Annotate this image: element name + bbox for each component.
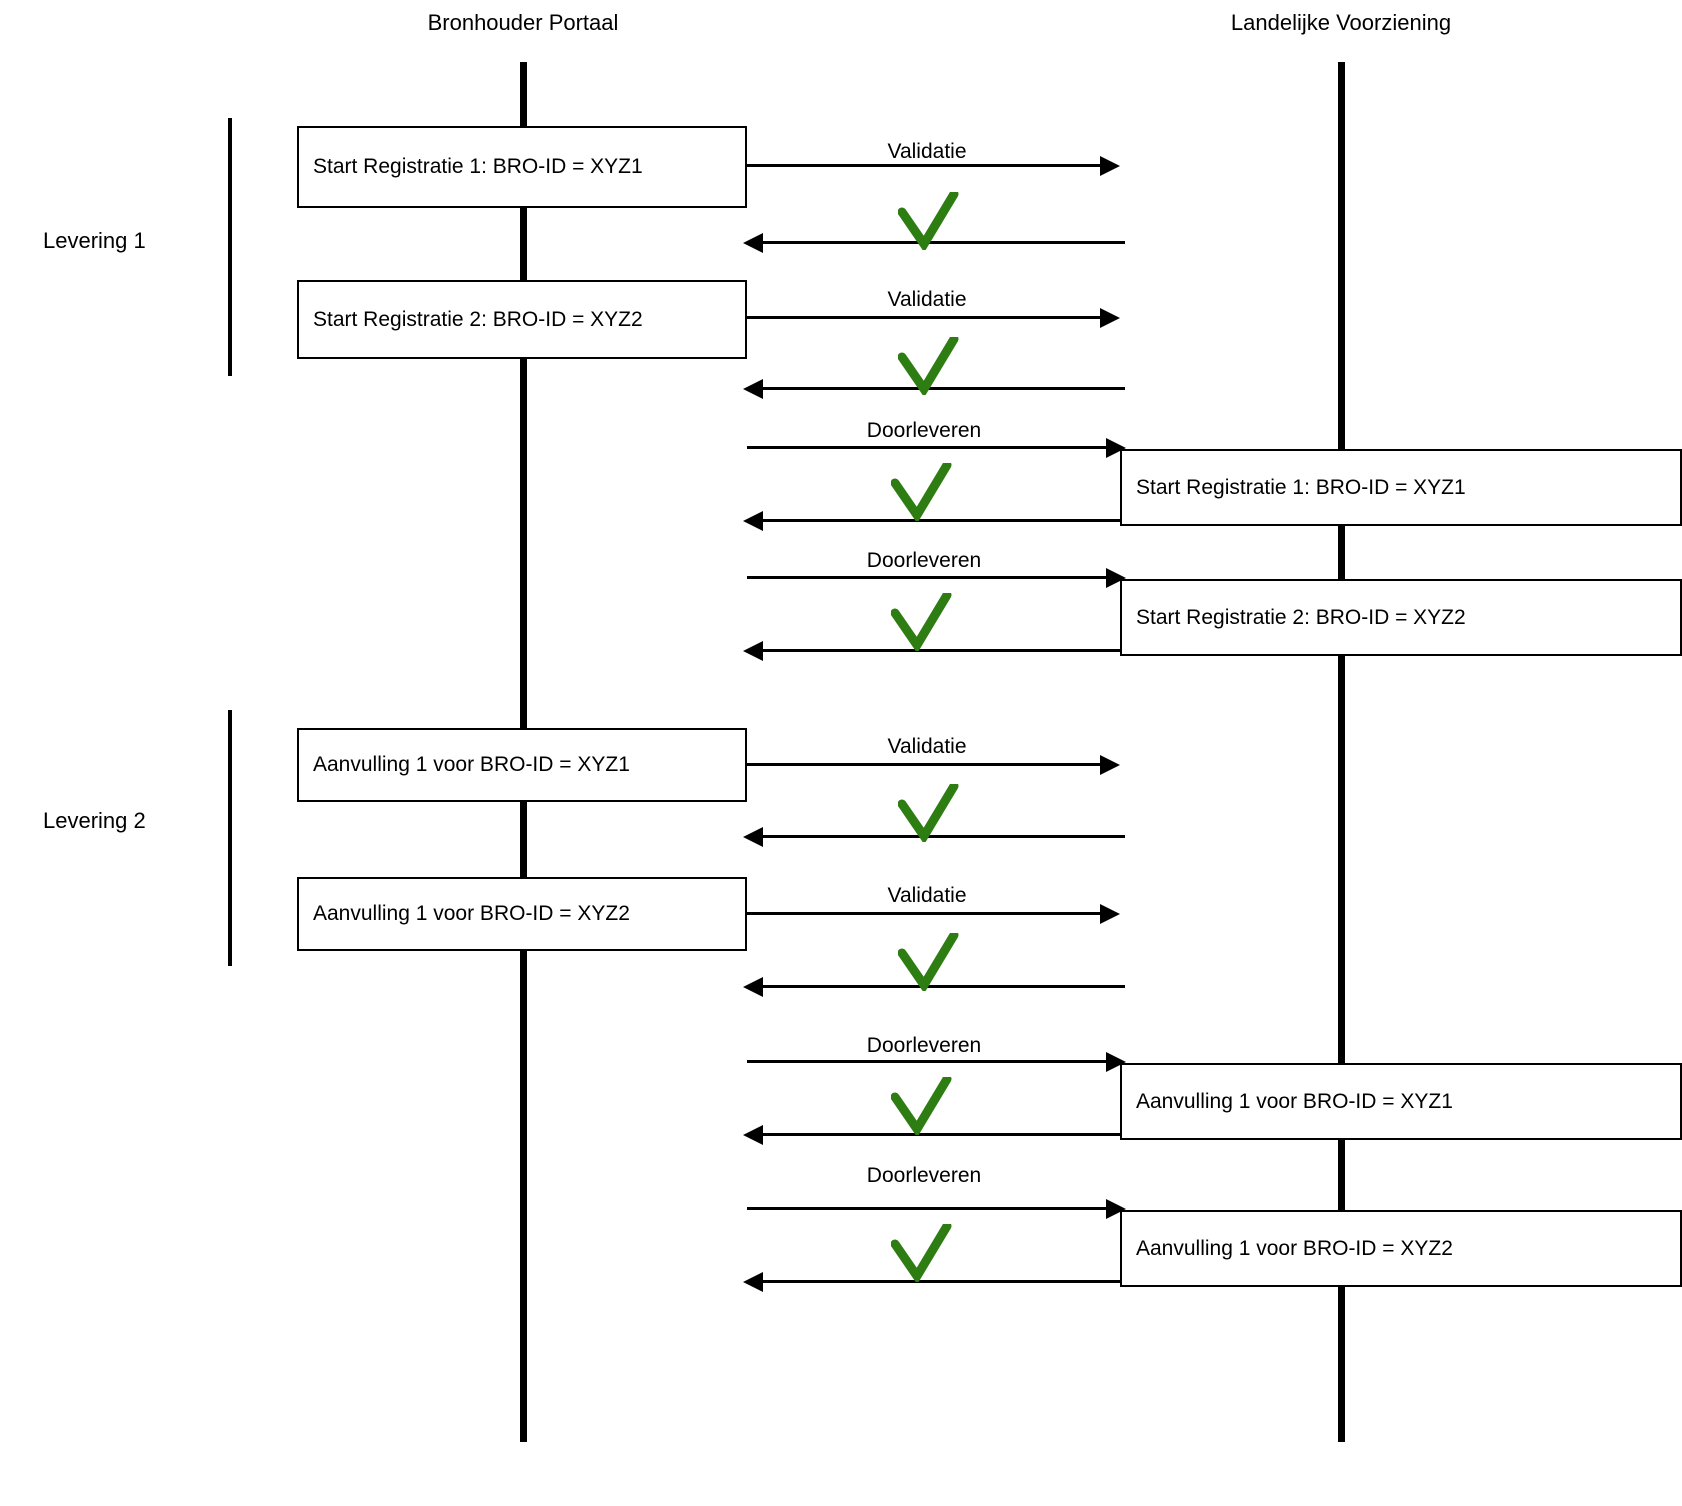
check-mark-icon-2 — [898, 337, 960, 395]
group-bracket-levering-2 — [228, 710, 232, 966]
lifeline-landelijke-voorziening — [1338, 62, 1345, 1442]
message-label-validatie-2: Validatie — [887, 288, 967, 311]
check-mark-icon-5 — [898, 784, 960, 842]
arrow-head-left-icon-3 — [743, 511, 763, 531]
arrow-head-right-icon-5 — [1100, 755, 1120, 775]
message-arrow-line-doorleveren-2 — [747, 576, 1122, 579]
response-arrow-line-8 — [760, 1280, 1122, 1283]
group-label-levering-1: Levering 1 — [43, 228, 146, 253]
message-label-doorleveren-3: Doorleveren — [866, 1034, 982, 1057]
arrow-head-left-icon-8 — [743, 1272, 763, 1292]
check-mark-icon-7 — [891, 1077, 953, 1135]
message-label-doorleveren-2: Doorleveren — [866, 549, 982, 572]
arrow-head-right-icon-6 — [1100, 904, 1120, 924]
message-arrow-line-validatie-1 — [747, 164, 1112, 167]
arrow-head-left-icon-6 — [743, 977, 763, 997]
message-box-right-4: Aanvulling 1 voor BRO-ID = XYZ2 — [1120, 1210, 1682, 1287]
arrow-head-left-icon-1 — [743, 233, 763, 253]
message-box-left-1: Start Registratie 1: BRO-ID = XYZ1 — [297, 126, 747, 208]
response-arrow-line-5 — [760, 835, 1125, 838]
response-arrow-line-4 — [760, 649, 1122, 652]
check-mark-icon-4 — [891, 593, 953, 651]
message-arrow-line-doorleveren-4 — [747, 1207, 1122, 1210]
lifeline-title-landelijke-voorziening: Landelijke Voorziening — [1230, 10, 1452, 35]
message-label-doorleveren-1: Doorleveren — [866, 419, 982, 442]
check-mark-icon-1 — [898, 192, 960, 250]
message-arrow-line-doorleveren-3 — [747, 1060, 1122, 1063]
message-box-left-2: Start Registratie 2: BRO-ID = XYZ2 — [297, 280, 747, 359]
check-mark-icon-6 — [898, 933, 960, 991]
check-mark-icon-8 — [891, 1224, 953, 1282]
arrow-head-left-icon-2 — [743, 379, 763, 399]
message-arrow-line-doorleveren-1 — [747, 446, 1122, 449]
arrow-head-left-icon-5 — [743, 827, 763, 847]
message-box-right-2: Start Registratie 2: BRO-ID = XYZ2 — [1120, 579, 1682, 656]
message-arrow-line-validatie-4 — [747, 912, 1112, 915]
response-arrow-line-2 — [760, 387, 1125, 390]
lifeline-title-bronhouder-portaal: Bronhouder Portaal — [427, 10, 619, 35]
response-arrow-line-1 — [760, 241, 1125, 244]
message-label-validatie-3: Validatie — [887, 735, 967, 758]
response-arrow-line-7 — [760, 1133, 1122, 1136]
group-label-levering-2: Levering 2 — [43, 808, 146, 833]
message-arrow-line-validatie-2 — [747, 316, 1112, 319]
message-box-right-3: Aanvulling 1 voor BRO-ID = XYZ1 — [1120, 1063, 1682, 1140]
message-box-left-4: Aanvulling 1 voor BRO-ID = XYZ2 — [297, 877, 747, 951]
message-label-doorleveren-4: Doorleveren — [866, 1164, 982, 1187]
group-bracket-levering-1 — [228, 118, 232, 376]
arrow-head-left-icon-7 — [743, 1125, 763, 1145]
arrow-head-right-icon-1 — [1100, 156, 1120, 176]
arrow-head-left-icon-4 — [743, 641, 763, 661]
response-arrow-line-6 — [760, 985, 1125, 988]
message-arrow-line-validatie-3 — [747, 763, 1112, 766]
arrow-head-right-icon-2 — [1100, 308, 1120, 328]
message-box-right-1: Start Registratie 1: BRO-ID = XYZ1 — [1120, 449, 1682, 526]
message-box-left-3: Aanvulling 1 voor BRO-ID = XYZ1 — [297, 728, 747, 802]
message-label-validatie-4: Validatie — [887, 884, 967, 907]
message-label-validatie-1: Validatie — [887, 140, 967, 163]
response-arrow-line-3 — [760, 519, 1122, 522]
check-mark-icon-3 — [891, 463, 953, 521]
